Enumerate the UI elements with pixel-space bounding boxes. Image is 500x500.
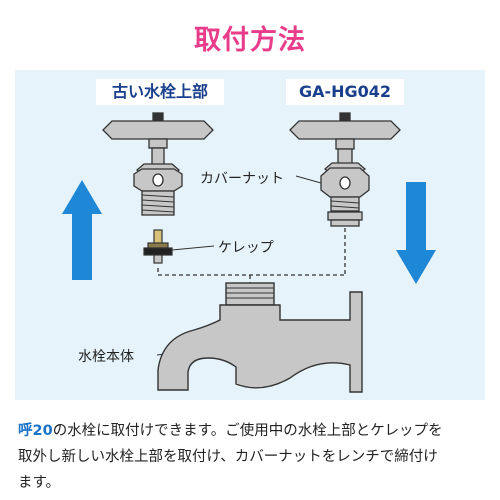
caption: 呼20の水栓に取付けできます。ご使用中の水栓上部とケレップを 取外し新しい水栓上… — [18, 418, 488, 496]
kerep-label: ケレップ — [218, 240, 274, 256]
old-faucet-top — [102, 112, 214, 216]
caption-line-1-text: の水栓に取付けできます。ご使用中の水栓上部とケレップを — [52, 423, 443, 439]
new-faucet-top — [289, 112, 401, 227]
caption-line-3: ます。 — [18, 475, 61, 491]
old-top-label: 古い水栓上部 — [96, 79, 224, 105]
cover-nut-label: カバーナット — [200, 171, 284, 187]
up-arrow-icon — [62, 180, 102, 280]
caption-highlight: 呼20 — [18, 423, 53, 439]
faucet-body — [157, 282, 363, 393]
down-arrow-icon — [396, 182, 436, 284]
guide-dashed-lines — [157, 228, 346, 283]
caption-line-2: 取外し新しい水栓上部を取付け、カバーナットをレンチで締付け — [18, 449, 438, 465]
page-title: 取付方法 — [194, 25, 306, 56]
new-top-label: GA-HG042 — [286, 79, 404, 105]
kerep-part — [143, 229, 173, 264]
caption-line-1: 呼20の水栓に取付けできます。ご使用中の水栓上部とケレップを — [18, 418, 488, 444]
faucet-body-label: 水栓本体 — [78, 349, 134, 365]
